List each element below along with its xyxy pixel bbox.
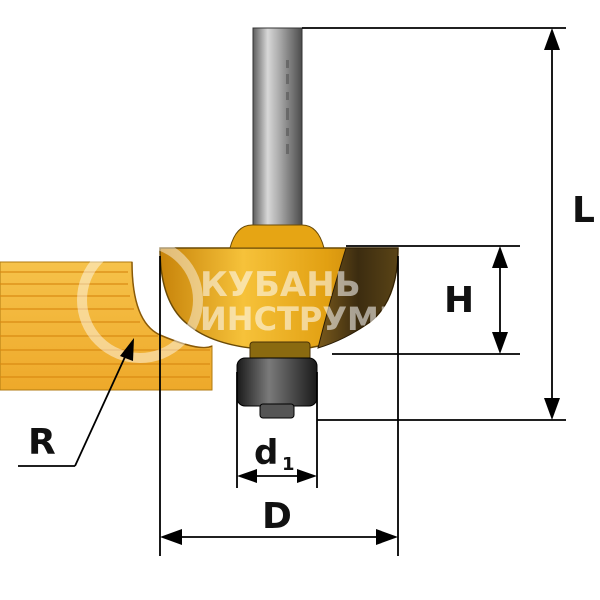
dimension-lines: [18, 27, 566, 556]
label-bearing-diameter: d: [254, 433, 278, 473]
label-length: L: [572, 190, 595, 231]
label-radius: R: [28, 422, 56, 463]
watermark: КУБАНЬ ИНСТРУМЕНТ: [77, 237, 449, 363]
watermark-line-1: КУБАНЬ: [200, 265, 361, 305]
arrowheads: [120, 28, 560, 545]
wood-workpiece: [0, 261, 213, 391]
cutter-body: [159, 224, 399, 361]
label-height: H: [444, 280, 474, 321]
label-diameter: D: [262, 496, 292, 537]
shank: [252, 27, 303, 249]
bearing: [236, 357, 318, 419]
watermark-line-2: ИНСТРУМЕНТ: [200, 300, 449, 338]
label-bearing-diameter-subscript: 1: [282, 454, 295, 475]
